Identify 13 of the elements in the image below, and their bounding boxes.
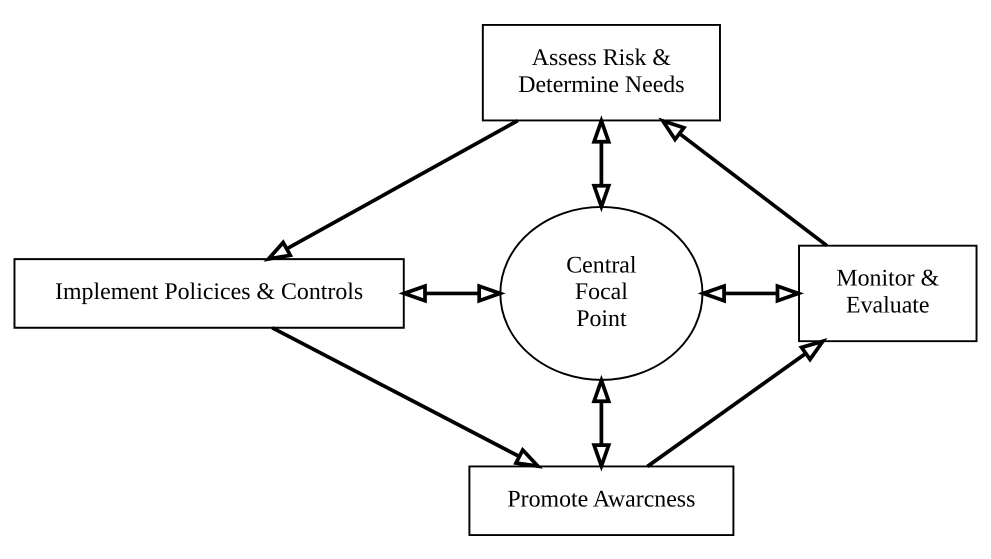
node-box: Implement Policices & Controls (14, 258, 405, 328)
arrow (591, 114, 612, 212)
node-box: Promote Awarcness (468, 464, 734, 536)
arrow (698, 283, 804, 303)
arrow (591, 374, 612, 472)
arrow (398, 283, 506, 303)
node-ellipse: Central Focal Point (499, 206, 704, 380)
node-box: Assess Risk & Determine Needs (482, 24, 721, 121)
arrow (646, 338, 828, 468)
arrow (271, 326, 543, 468)
arrow (658, 117, 828, 247)
node-box: Monitor & Evaluate (798, 244, 978, 342)
arrow (263, 118, 519, 262)
